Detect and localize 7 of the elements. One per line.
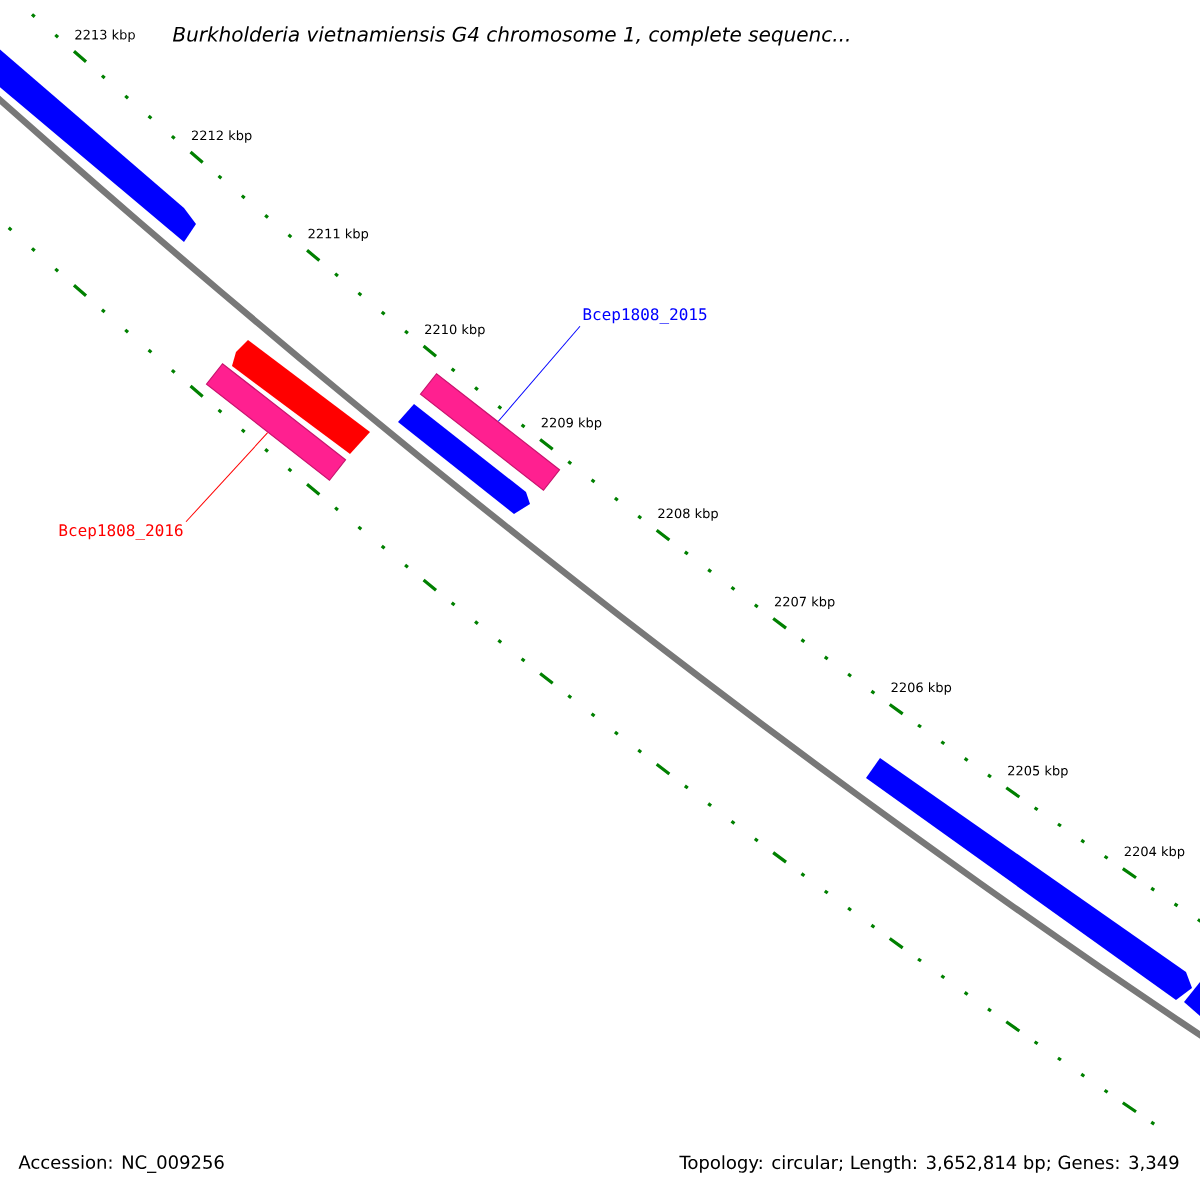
footer-text: Accession: NC_009256	[18, 1155, 224, 1173]
gene-label: Bcep1808_2016	[59, 524, 183, 540]
footer-text: Topology: circular; Length: 3,652,814 bp; Genes: 3,349	[679, 1155, 1179, 1173]
leader-line	[185, 432, 269, 523]
leader-line	[497, 325, 581, 422]
title: Burkholderia vietnamiensis G4 chromosome 1, complete sequenc...	[172, 26, 849, 46]
gene-label: Bcep1808_2015	[583, 308, 707, 324]
